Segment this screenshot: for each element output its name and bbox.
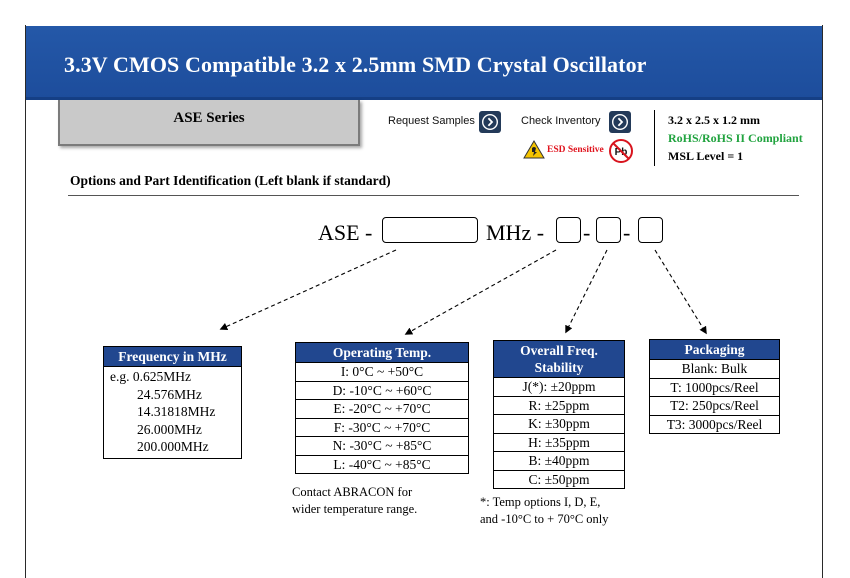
- part-dash: -: [583, 220, 591, 245]
- table-row: R: ±25ppm: [493, 395, 625, 415]
- frequency-header: Frequency in MHz: [103, 346, 242, 367]
- table-row: K: ±30ppm: [493, 414, 625, 434]
- list-item: 200.000MHz: [137, 439, 209, 454]
- options-divider: [68, 195, 799, 196]
- table-row: E: -20°C ~ +70°C: [295, 399, 469, 419]
- package-size: 3.2 x 2.5 x 1.2 mm: [668, 113, 760, 127]
- table-row: H: ±35ppm: [493, 432, 625, 452]
- part-unit: MHz -: [486, 220, 545, 245]
- table-row: T: 1000pcs/Reel: [649, 377, 780, 397]
- packaging-table: Packaging Blank: Bulk T: 1000pcs/Reel T2…: [649, 339, 780, 434]
- table-row: L: -40°C ~ +85°C: [295, 454, 469, 474]
- banner-strip: [26, 97, 822, 100]
- table-row: I: 0°C ~ +50°C: [295, 362, 469, 382]
- pb-label: Pb: [615, 147, 628, 158]
- table-row: F: -30°C ~ +70°C: [295, 417, 469, 437]
- spec-divider: [654, 110, 655, 166]
- table-row: B: ±40ppm: [493, 451, 625, 471]
- arrow-to-operating-temp: [404, 249, 557, 335]
- table-row: T3: 3000pcs/Reel: [649, 414, 780, 434]
- msl-level: MSL Level = 1: [668, 149, 744, 163]
- request-samples-label[interactable]: Request Samples: [388, 115, 475, 127]
- operating-temp-header: Operating Temp.: [295, 342, 469, 363]
- part-dash: -: [623, 220, 631, 245]
- series-tab: ASE Series: [58, 100, 360, 146]
- title-banner: 3.3V CMOS Compatible 3.2 x 2.5mm SMD Cry…: [26, 26, 822, 98]
- arrow-to-frequency: [219, 249, 397, 330]
- check-inventory-button[interactable]: [609, 111, 631, 133]
- table-row: C: ±50ppm: [493, 469, 625, 489]
- part-prefix: ASE -: [318, 220, 373, 245]
- list-item: e.g. 0.625MHz: [110, 369, 191, 384]
- chevron-right-icon: [481, 113, 499, 131]
- check-inventory-label[interactable]: Check Inventory: [521, 115, 601, 127]
- frequency-slot: [382, 217, 478, 243]
- list-item: 26.000MHz: [137, 421, 202, 437]
- frequency-table: Frequency in MHz e.g. 0.625MHz 24.576MHz…: [103, 346, 242, 459]
- stability-note: *: Temp options I, D, E, and -10°C to + …: [480, 495, 609, 526]
- chevron-right-icon: [611, 113, 629, 131]
- table-row: Blank: Bulk: [649, 359, 780, 379]
- temp-slot: [556, 217, 581, 243]
- options-heading: Options and Part Identification (Left bl…: [70, 173, 391, 188]
- arrow-to-stability: [565, 249, 608, 334]
- stability-table: Overall Freq.Stability J(*): ±20ppm R: ±…: [493, 340, 625, 489]
- list-item: 24.576MHz: [137, 386, 202, 402]
- arrow-to-packaging: [654, 249, 707, 335]
- page-frame-left: [25, 25, 26, 578]
- list-item: 14.31818MHz: [137, 404, 216, 419]
- table-row: D: -10°C ~ +60°C: [295, 380, 469, 400]
- esd-warning-icon: [523, 140, 545, 159]
- esd-sensitive-label: ESD Sensitive: [547, 145, 604, 155]
- stability-header: Overall Freq.Stability: [493, 340, 625, 378]
- page-frame-right: [822, 25, 823, 578]
- table-row: N: -30°C ~ +85°C: [295, 436, 469, 456]
- packaging-header: Packaging: [649, 339, 780, 360]
- packaging-slot: [638, 217, 663, 243]
- stability-slot: [596, 217, 621, 243]
- pb-free-icon: Pb: [609, 139, 633, 163]
- operating-temp-table: Operating Temp. I: 0°C ~ +50°C D: -10°C …: [295, 342, 469, 474]
- table-row: J(*): ±20ppm: [493, 377, 625, 397]
- rohs-compliance: RoHS/RoHS II Compliant: [668, 131, 803, 145]
- request-samples-button[interactable]: [479, 111, 501, 133]
- frequency-examples: e.g. 0.625MHz 24.576MHz 14.31818MHz 26.0…: [110, 368, 235, 456]
- series-label: ASE Series: [173, 110, 245, 126]
- page-title: 3.3V CMOS Compatible 3.2 x 2.5mm SMD Cry…: [64, 52, 647, 77]
- table-row: T2: 250pcs/Reel: [649, 396, 780, 416]
- operating-temp-note: Contact ABRACON for wider temperature ra…: [292, 485, 418, 516]
